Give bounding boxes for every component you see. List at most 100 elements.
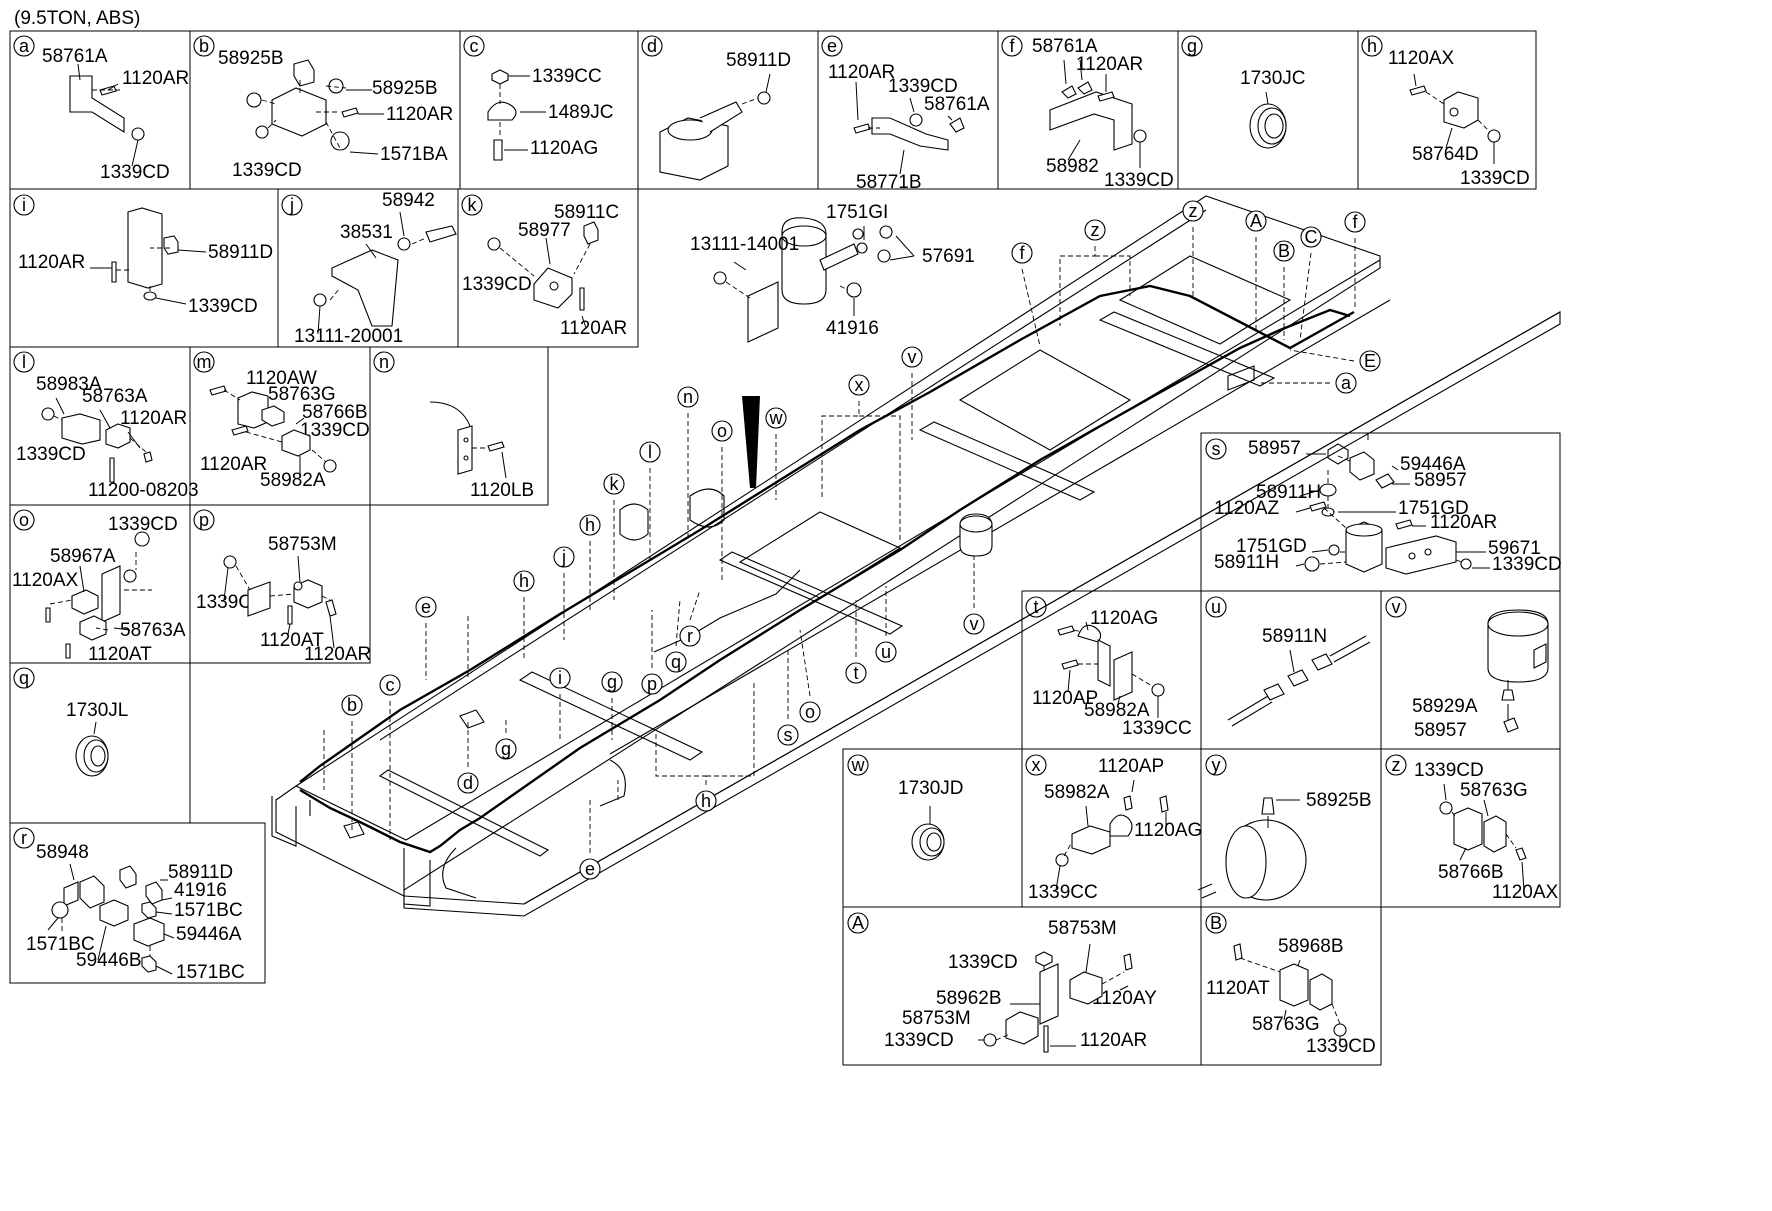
panel-e-bracket-icon [853,81,965,175]
part-number-label: 59446A [1400,454,1466,475]
main-callout-x-letter: x [855,375,864,395]
part-number-label: 58957 [1248,438,1301,459]
part-number-label: 1730JL [66,700,128,721]
part-number-label: 58982A [260,470,326,491]
panel-n-marker-letter: n [379,352,389,372]
main-callout-h: h [513,570,535,592]
main-callout-a-letter: a [1341,373,1352,393]
panel-p-marker-ring [193,509,215,531]
panel-m-marker-ring [193,351,215,373]
panel-t-marker-letter: t [1033,597,1038,617]
panel-q-marker-ring [13,667,35,689]
part-number-label: 13111-20001 [294,326,403,347]
main-callout-h-letter: h [519,571,529,591]
main-callout-B-ring [1273,240,1295,262]
part-number-label: 13111-14001 [690,234,799,255]
panel-l-marker-ring [13,351,35,373]
part-number-label: 58983A [36,374,102,395]
main-callout-A: A [1245,210,1267,232]
part-number-label: 1120AR [200,454,267,475]
part-number-label: 1730JC [1240,68,1306,89]
part-number-label: 1571BC [26,934,95,955]
main-callout-e-ring [415,596,437,618]
part-number-label: 58911H [1256,482,1321,503]
part-number-label: 1751GD [1398,498,1469,519]
part-number-label: 1571BA [380,144,448,165]
part-number-label: 1120AR [828,62,895,83]
main-callout-s: s [777,724,799,746]
panel-o-bracket-icon [45,531,152,659]
panel-part-labels: 58761A1120AR1339CD58925B58925B1120AR1571… [12,36,1562,1057]
part-number-label: 1339CD [188,296,258,317]
main-callout-z-letter: z [1091,220,1100,240]
main-callout-g-letter: g [501,739,511,759]
part-number-label: 58771B [856,172,922,193]
part-number-label: 58763A [82,386,148,407]
part-number-label: 1120AR [1076,54,1143,75]
panel-w-marker: w [847,754,869,776]
main-callout-k-letter: k [610,474,620,494]
main-callout-o: o [799,701,821,723]
diagram-heading: (9.5TON, ABS) [14,8,141,29]
part-number-label: 1120AR [1080,1030,1147,1051]
part-number-label: 58766B [302,402,368,423]
cross-member [718,551,904,635]
panel-x-marker-ring [1025,754,1047,776]
main-callout-C: C [1300,226,1322,248]
main-callout-q-ring [665,651,687,673]
panel-h-marker-letter: h [1367,36,1377,56]
main-callout-t-ring [845,662,867,684]
main-callout-z-letter: z [1189,201,1198,221]
panel-v-marker-ring [1385,596,1407,618]
panel-B-marker-letter: B [1210,913,1222,933]
panel-A-marker: A [847,912,869,934]
part-number-label: 58925B [218,48,284,69]
panel-o-marker-ring [13,509,35,531]
panel-grid [9,30,1561,1066]
main-callout-u: u [875,641,897,663]
part-number-label: 58911N [1262,626,1327,647]
panel-u-marker-ring [1205,596,1227,618]
part-number-label: 1120AR [304,644,371,665]
panel-z-marker-letter: z [1392,755,1401,775]
main-callout-h: h [695,790,717,812]
main-callout-A-letter: A [1250,211,1262,231]
part-number-label: 58911D [208,242,273,263]
panel-r-fittings-icon [47,863,175,975]
main-callout-i: i [549,667,571,689]
panel-c-marker-ring [463,35,485,57]
part-number-label: 1339CD [884,1030,954,1051]
panel-d-marker-ring [641,35,663,57]
main-callout-u-letter: u [881,642,891,662]
part-number-label: 1120AG [1134,820,1202,841]
main-callout-B-letter: B [1278,241,1290,261]
panel-i-marker-letter: i [22,195,26,215]
brake-line-left [299,308,1351,854]
part-number-label: 58967A [50,546,116,567]
panel-i-marker: i [13,194,35,216]
panel-c-marker-letter: c [470,36,479,56]
main-callout-e-letter: e [585,859,595,879]
panel-g-marker-ring [1181,35,1203,57]
brake-line-right [299,284,1355,783]
part-number-label: 58957 [1414,470,1467,491]
part-number-label: 58763A [120,620,186,641]
part-number-label: 58957 [1414,720,1467,741]
main-callout-j-ring [553,546,575,568]
panel-o-marker-letter: o [19,510,29,530]
part-number-label: 41916 [174,880,227,901]
part-number-label: 1120AX [1492,882,1559,903]
panel-b-marker-ring [193,35,215,57]
panel-q-marker: q [13,667,35,689]
panel-j-marker-letter: j [289,195,294,215]
panel-j-bracket-icon [313,211,457,335]
panel-z-box [1380,748,1561,908]
panel-h-marker-ring [1361,35,1383,57]
main-callout-b: b [341,694,363,716]
part-number-label: 1339CC [1028,882,1098,903]
part-number-label: 58982A [1084,700,1150,721]
panel-c-clip-icon [487,69,546,161]
